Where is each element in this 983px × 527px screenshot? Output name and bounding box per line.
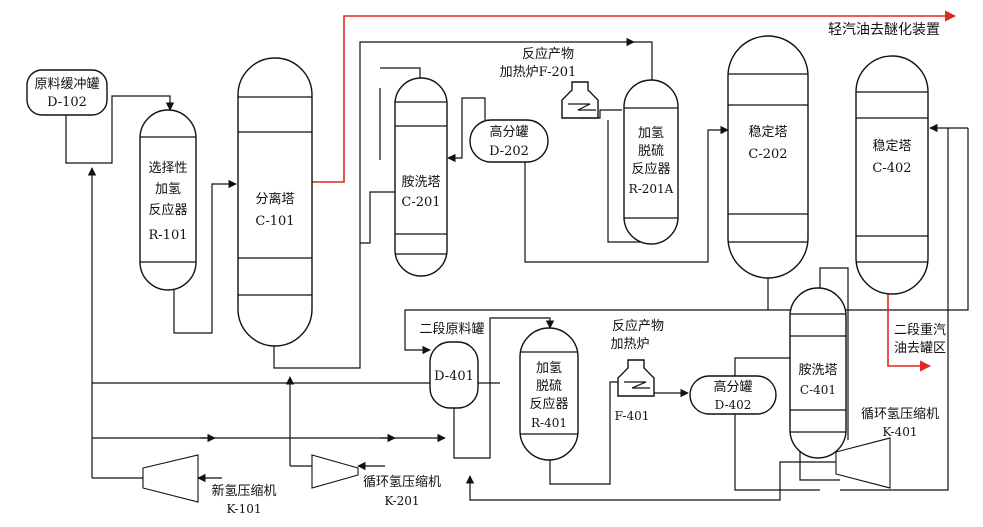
pipe-c101-to-c201-feed (360, 191, 395, 244)
k101-name: 新氢压缩机 (211, 483, 276, 499)
drum-d401[interactable]: 二段原料罐 D-401 (419, 322, 485, 409)
reactor-r101[interactable]: 选择性 加氢 反应器 R-101 (139, 109, 197, 291)
r201a-line3: 反应器 (631, 161, 670, 177)
d202-name: 高分罐 (489, 124, 528, 140)
d402-name: 高分罐 (713, 379, 752, 395)
c101-name: 分离塔 (255, 191, 294, 207)
f401-line1: 反应产物 (612, 318, 664, 334)
f401-tag: F-401 (615, 409, 650, 423)
r401-line2: 脱硫 (536, 379, 562, 394)
d102-name: 原料缓冲罐 (34, 77, 99, 92)
r201a-line1: 加氢 (638, 126, 664, 141)
pipe-d402-bottom (734, 410, 820, 491)
pipe-f201-to-r201a (634, 41, 653, 82)
compressor-k201[interactable]: 循环氢压缩机 K-201 (311, 454, 441, 508)
column-c401[interactable]: 胺洗塔 C-401 (789, 287, 847, 459)
light-gasoline-label: 轻汽油去醚化装置 (828, 22, 940, 38)
pipe-c201-to-d202 (380, 67, 421, 78)
pipe-c401-to-k401 (819, 267, 849, 440)
furnace-f201[interactable]: 反应产物 加热炉F-201 (500, 46, 599, 119)
r201a-line2: 脱硫 (638, 144, 664, 159)
r101-line3: 反应器 (148, 202, 187, 218)
drum-d102[interactable]: 原料缓冲罐 D-102 (26, 69, 108, 116)
k401-tag: K-401 (882, 425, 917, 439)
c202-tag: C-202 (748, 147, 787, 162)
pipe-heavy-gasoline-product (887, 292, 932, 372)
pipe-r201a-bottom (607, 120, 650, 243)
pipe-c101-bottom (273, 37, 635, 369)
k201-name: 循环氢压缩机 (363, 474, 441, 490)
d102-tag: D-102 (47, 95, 87, 110)
d401-tag: D-401 (434, 369, 474, 384)
k101-tag: K-101 (226, 502, 261, 516)
reactor-r401[interactable]: 加氢 脱硫 反应器 R-401 (519, 327, 579, 461)
c401-tag: C-401 (800, 383, 836, 397)
pipe-c202-to-d401 (404, 128, 969, 355)
drum-d402[interactable]: 高分罐 D-402 (689, 375, 777, 415)
d402-tag: D-402 (715, 398, 752, 412)
compressor-k101[interactable]: 新氢压缩机 K-101 (142, 454, 277, 516)
pipe-d202-to-c202 (524, 125, 729, 263)
r101-tag: R-101 (149, 228, 188, 243)
f401-line2: 加热炉 (610, 337, 649, 352)
d401-label: 二段原料罐 (419, 322, 484, 337)
r401-line3: 反应器 (529, 396, 568, 412)
c202-name: 稳定塔 (748, 124, 787, 140)
column-c402[interactable]: 稳定塔 C-402 (855, 55, 929, 295)
d202-tag: D-202 (489, 144, 529, 159)
r401-tag: R-401 (531, 416, 567, 430)
k401-name: 循环氢压缩机 (861, 406, 939, 422)
f201-line1: 反应产物 (522, 46, 574, 62)
pipe-c402-bottom-line (840, 128, 949, 491)
column-c202[interactable]: 稳定塔 C-202 (727, 35, 809, 279)
f201-line2: 加热炉F-201 (500, 65, 577, 80)
c402-name: 稳定塔 (872, 138, 911, 154)
r201a-tag: R-201A (629, 182, 674, 196)
c201-name: 胺洗塔 (401, 175, 440, 190)
heavy-gasoline-label-1: 二段重汽 (894, 322, 946, 338)
reactor-r201a[interactable]: 加氢 脱硫 反应器 R-201A (623, 79, 679, 245)
c402-tag: C-402 (872, 161, 911, 176)
r101-line1: 选择性 (148, 161, 187, 176)
pipe-r101-to-c101 (173, 179, 237, 334)
c201-tag: C-201 (401, 195, 440, 210)
column-c101[interactable]: 分离塔 C-101 (237, 57, 313, 347)
pipe-d401-to-r401 (453, 317, 555, 459)
column-c201[interactable]: 胺洗塔 C-201 (394, 77, 448, 277)
pipe-r401-to-f401 (549, 381, 624, 485)
pipe-k401-recycle (465, 461, 836, 501)
furnace-f401[interactable]: 反应产物 加热炉 F-401 (610, 318, 664, 423)
pipe-d202-to-furnace-f201 (447, 97, 486, 163)
c401-name: 胺洗塔 (798, 363, 837, 378)
r101-line2: 加氢 (155, 182, 181, 197)
drum-d202[interactable]: 高分罐 D-202 (469, 119, 549, 163)
piping (65, 10, 969, 501)
compressor-k401[interactable]: 循环氢压缩机 K-401 (835, 406, 939, 489)
pipe-light-gasoline-product (312, 10, 957, 183)
heavy-gasoline-label-2: 油去罐区 (894, 341, 946, 356)
r401-line1: 加氢 (536, 361, 562, 376)
pipe-d102-feed-loop (65, 95, 175, 164)
k201-tag: K-201 (384, 494, 419, 508)
c101-tag: C-101 (255, 214, 294, 229)
pipe-d402-to-c401 (734, 357, 790, 378)
